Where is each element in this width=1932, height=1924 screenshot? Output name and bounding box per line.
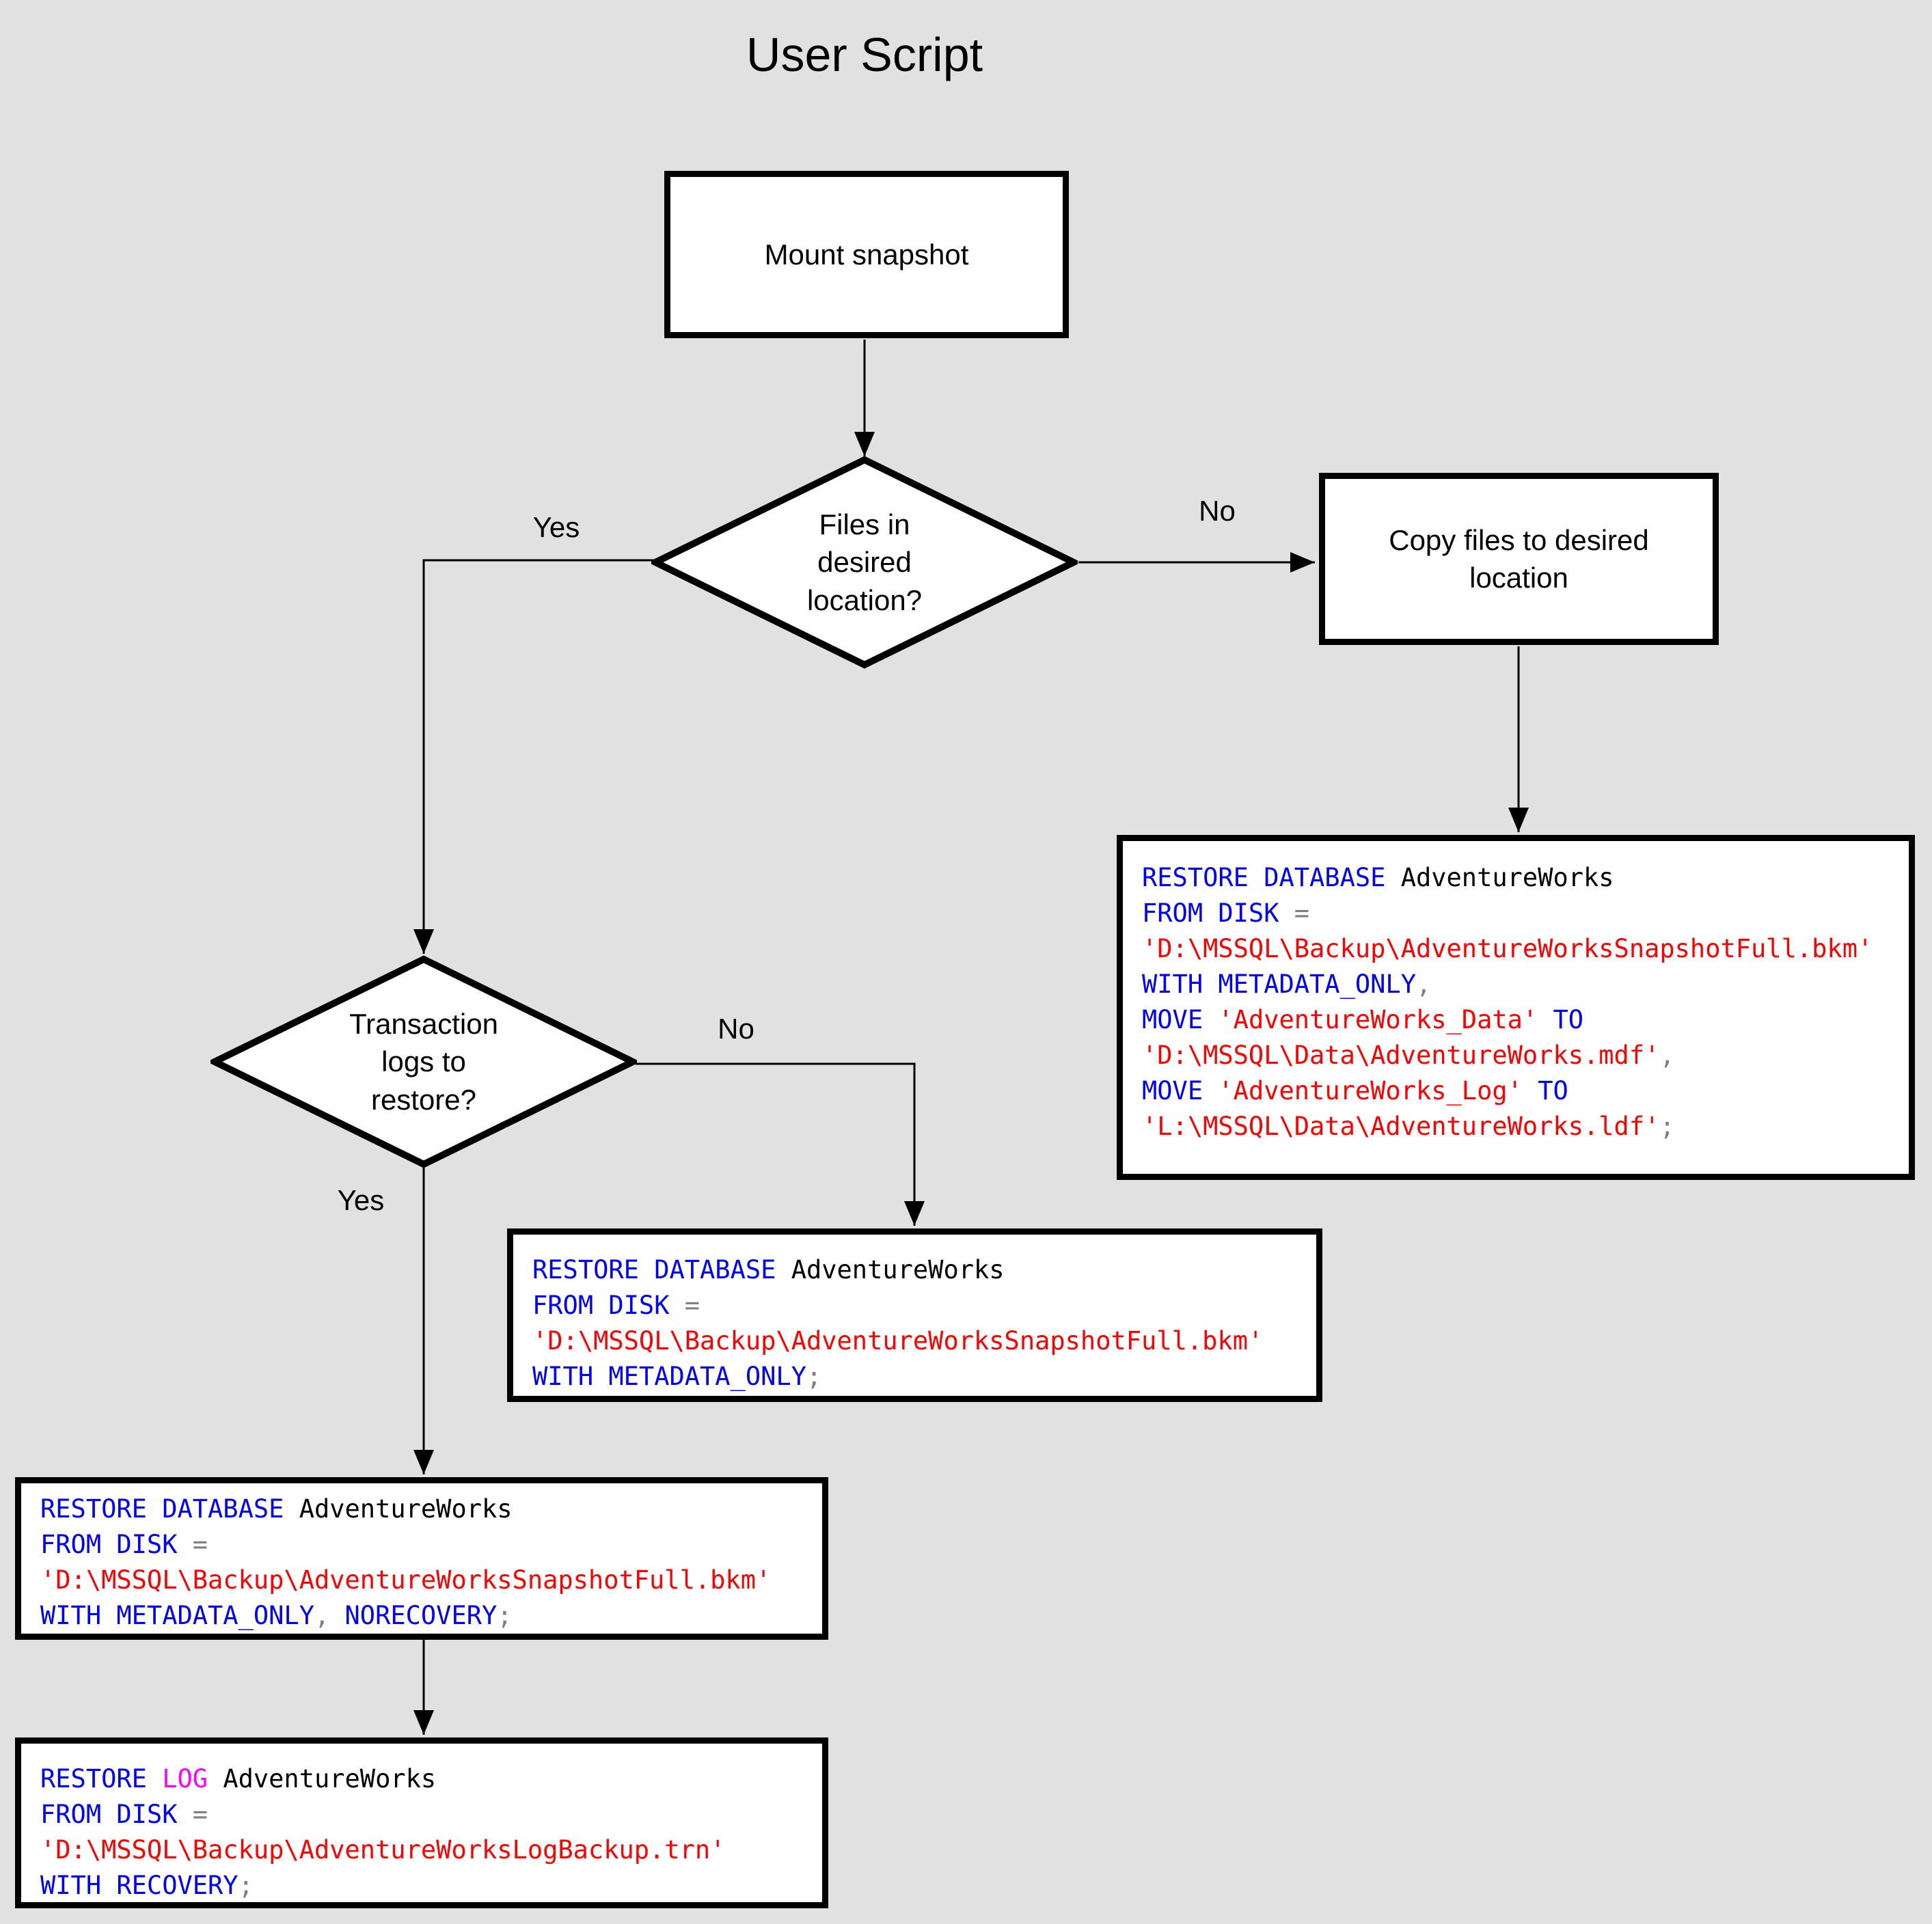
code-line: 'D:\MSSQL\Backup\AdventureWorksSnapshotF… bbox=[1142, 934, 1873, 963]
code-line: MOVE 'AdventureWorks_Data' TO bbox=[1142, 1005, 1584, 1034]
code-line: 'D:\MSSQL\Backup\AdventureWorksSnapshotF… bbox=[40, 1565, 772, 1595]
diagram-title: User Script bbox=[746, 28, 983, 81]
code-line: MOVE 'AdventureWorks_Log' TO bbox=[1142, 1076, 1568, 1105]
code-line: WITH METADATA_ONLY, NORECOVERY; bbox=[40, 1601, 513, 1630]
edge-label-files-yes: Yes bbox=[532, 511, 580, 543]
decision-files-location-label: Files in desired location? bbox=[806, 508, 923, 616]
diamond-shape bbox=[210, 955, 637, 1168]
code-line: RESTORE LOG AdventureWorks bbox=[40, 1764, 437, 1794]
code-line: RESTORE DATABASE AdventureWorks bbox=[532, 1255, 1005, 1284]
edge-label-files-no: No bbox=[1199, 495, 1236, 527]
diamond-shape bbox=[651, 456, 1078, 669]
edge-label-logs-yes: Yes bbox=[337, 1184, 385, 1216]
decision-transaction-logs: Transaction logs to restore? bbox=[210, 955, 637, 1168]
code-line: FROM DISK = bbox=[40, 1530, 208, 1559]
edge-label-logs-no: No bbox=[718, 1013, 754, 1045]
decision-transaction-logs-label: Transaction logs to restore? bbox=[349, 1007, 498, 1116]
code-line: 'D:\MSSQL\Backup\AdventureWorksLogBackup… bbox=[40, 1835, 726, 1865]
code-line: WITH METADATA_ONLY, bbox=[1142, 970, 1432, 999]
code-line: 'D:\MSSQL\Backup\AdventureWorksSnapshotF… bbox=[532, 1326, 1264, 1356]
decision-files-location: Files in desired location? bbox=[651, 456, 1078, 669]
arrow-decision-files-yes-to-decision-logs bbox=[413, 559, 656, 954]
code-line: 'L:\MSSQL\Data\AdventureWorks.ldf'; bbox=[1142, 1112, 1675, 1141]
process-mount-snapshot: Mount snapshot bbox=[664, 171, 1069, 338]
code-line: WITH RECOVERY; bbox=[40, 1871, 254, 1900]
code-line: FROM DISK = bbox=[40, 1800, 208, 1829]
arrow-decision-logs-no-to-code-metadata bbox=[636, 1062, 925, 1226]
code-line: WITH METADATA_ONLY; bbox=[532, 1362, 822, 1391]
code-line: FROM DISK = bbox=[1142, 898, 1310, 928]
process-mount-snapshot-label: Mount snapshot bbox=[764, 238, 969, 271]
process-copy-files: Copy files to desired location bbox=[1319, 473, 1719, 645]
code-line: RESTORE DATABASE AdventureWorks bbox=[1142, 863, 1614, 892]
code-line: 'D:\MSSQL\Data\AdventureWorks.mdf', bbox=[1142, 1041, 1675, 1070]
code-line: FROM DISK = bbox=[532, 1291, 700, 1320]
code-line: RESTORE DATABASE AdventureWorks bbox=[40, 1494, 513, 1524]
process-copy-files-label: Copy files to desired location bbox=[1389, 523, 1649, 594]
